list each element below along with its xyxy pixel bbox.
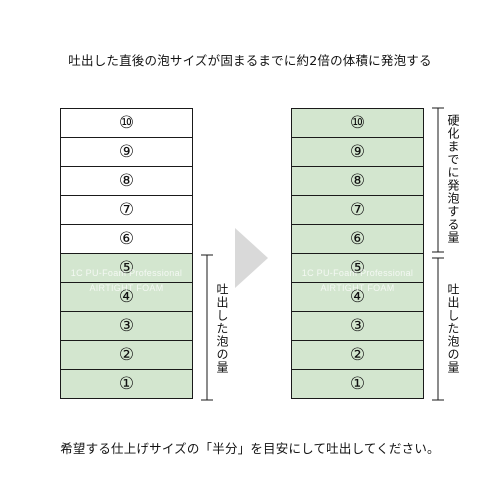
stack-cell: ⑦	[291, 195, 424, 225]
top-caption: 吐出した直後の泡サイズが固まるまでに約2倍の体積に発泡する	[68, 53, 432, 68]
stack-cell: ⑩	[291, 108, 424, 138]
stack-cell: ⑧	[291, 166, 424, 196]
stack-cell: ⑥	[60, 224, 193, 254]
stack-cell: ④	[291, 282, 424, 312]
right-lower-bracket	[432, 257, 444, 401]
stack-cell: ⑨	[291, 137, 424, 167]
bottom-caption: 希望する仕上げサイズの「半分」を目安にして吐出してください。	[60, 441, 440, 456]
left-bracket-label: 吐出した泡の量	[215, 283, 229, 374]
right-upper-bracket	[432, 107, 444, 253]
stack-cell: ⑤	[291, 253, 424, 283]
right-upper-bracket-label: 硬化までに発泡する量	[446, 114, 460, 244]
stack-cell: ①	[60, 369, 193, 399]
stack-cell: ①	[291, 369, 424, 399]
stack-cell: ⑨	[60, 137, 193, 167]
stack-cell: ②	[291, 340, 424, 370]
expansion-arrow	[235, 228, 268, 288]
stack-cell: ⑥	[291, 224, 424, 254]
left-bracket	[201, 254, 213, 401]
stack-cell: ⑦	[60, 195, 193, 225]
stack-cell: ⑤	[60, 253, 193, 283]
right-lower-bracket-label: 吐出した泡の量	[446, 283, 460, 374]
stack-cell: ③	[291, 311, 424, 341]
stack-cell: ④	[60, 282, 193, 312]
